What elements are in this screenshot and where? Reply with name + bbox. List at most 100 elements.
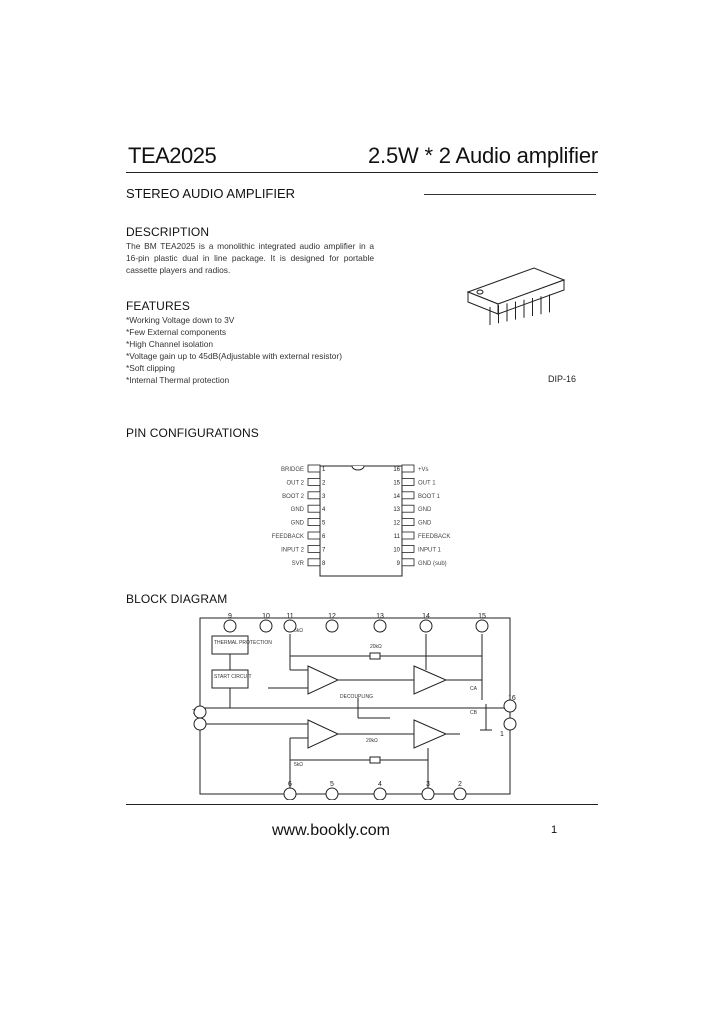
pin-lead [307, 558, 321, 567]
page-number: 1 [551, 824, 558, 836]
pin-circle [421, 787, 435, 800]
c1-label: CA [470, 686, 478, 692]
pin-name: BOOT 2 [282, 494, 305, 500]
pin-number: 11 [286, 613, 293, 620]
pin-circle [373, 619, 387, 633]
pin-name: FEEDBACK [418, 534, 450, 540]
pin-number: 15 [393, 480, 400, 486]
pin-circle [283, 787, 297, 800]
features-list: *Working Voltage down to 3V *Few Externa… [126, 314, 342, 386]
pin-lead [401, 531, 415, 540]
pin-name: GND (sub) [418, 561, 447, 567]
subtitle: STEREO AUDIO AMPLIFIER [126, 186, 296, 201]
pin-number: 3 [426, 781, 430, 788]
website-url[interactable]: www.bookly.com [272, 822, 390, 839]
pin-circle [325, 787, 339, 800]
pin-lead [307, 531, 321, 540]
pin-number: 10 [393, 547, 400, 553]
pin-name: FEEDBACK [272, 534, 304, 540]
pin-number: 13 [376, 613, 384, 620]
pin-number: 5 [330, 781, 334, 788]
pin-number: 12 [393, 521, 400, 527]
r4-label: 5kΩ [294, 762, 303, 768]
pin-circle [325, 619, 339, 633]
pin-number: 14 [422, 613, 430, 620]
ic-notch [351, 465, 365, 471]
header-rule [126, 172, 598, 173]
pin-number: 2 [322, 480, 326, 486]
feature-item: *Internal Thermal protection [126, 375, 230, 385]
pin-name: SVR [292, 561, 305, 567]
r3-label: 20kΩ [366, 738, 378, 744]
footer-rule [126, 804, 598, 805]
start-label: START CIRCUIT [214, 674, 252, 680]
pin-lead [401, 545, 415, 553]
pin-number: 9 [228, 613, 232, 620]
pin-number: 12 [328, 613, 336, 620]
pin-name: GND [291, 521, 305, 527]
pin-number: 6 [322, 534, 326, 540]
pin-circle [259, 619, 273, 633]
pin-circle [475, 619, 489, 633]
feature-item: *Voltage gain up to 45dB(Adjustable with… [126, 351, 343, 361]
block-diagram-heading: BLOCK DIAGRAM [126, 592, 228, 606]
pin-number: 10 [262, 613, 270, 620]
pin-lead [307, 464, 321, 473]
pin-lead [401, 491, 415, 500]
preamp-1 [307, 665, 340, 695]
c2-label: CB [470, 710, 478, 716]
ic-body [319, 465, 403, 577]
pin-lead [401, 518, 415, 526]
pin-lead [401, 558, 415, 567]
pin-number: 1 [500, 731, 504, 738]
description-text: The BM TEA2025 is a monolithic integrate… [126, 241, 374, 275]
pin-circle [419, 619, 433, 633]
pin-lead [307, 504, 321, 513]
pin-name: INPUT 2 [281, 547, 305, 553]
power-amp-1 [413, 665, 448, 695]
pin-name: GND [418, 521, 432, 527]
part-number: TEA2025 [128, 143, 217, 168]
pin-circle [223, 619, 237, 633]
pin-circle [453, 787, 467, 800]
feature-item: *Soft clipping [126, 363, 175, 373]
block-diagram: THERMAL PROTECTION START CIRCUIT DECOUPL… [192, 613, 517, 800]
pin-number: 13 [393, 507, 400, 513]
thermal-label: THERMAL PROTECTION [214, 640, 272, 646]
feature-item: *High Channel isolation [126, 339, 214, 349]
pin-name: GND [418, 507, 432, 513]
subtitle-rule [424, 194, 596, 195]
r1-label: 5kΩ [294, 628, 303, 634]
pin-number: 7 [322, 547, 326, 553]
pin-number: 14 [393, 494, 400, 500]
pin-lead [401, 504, 415, 513]
pin-number: 5 [322, 521, 326, 527]
pin-number: 8 [322, 561, 326, 567]
preamp-2 [307, 719, 340, 749]
pin-name: INPUT 1 [418, 547, 442, 553]
dip16-package-image [466, 267, 566, 325]
pin-number: 6 [288, 781, 292, 788]
pin-lead [307, 545, 321, 553]
pin-number: 16 [508, 695, 516, 702]
pin-circle [193, 717, 207, 731]
package-label: DIP-16 [548, 374, 577, 384]
pin-name: GND [291, 507, 305, 513]
feature-item: *Few External components [126, 327, 227, 337]
pin-name: OUT 2 [286, 480, 304, 486]
pin-number: 16 [393, 467, 400, 473]
pin-number: 9 [397, 561, 401, 567]
pin-name: +Vs [418, 467, 429, 473]
pin-circle [283, 619, 297, 633]
pin-circle [503, 699, 517, 713]
r2-label: 20kΩ [370, 644, 382, 650]
pin-number: 3 [322, 494, 326, 500]
pin-lead [401, 464, 415, 473]
pin-number: 11 [394, 534, 401, 540]
pin-name: BOOT 1 [418, 494, 441, 500]
pin-lead [401, 477, 415, 486]
pin-circle [503, 717, 517, 731]
pin-name: BRIDGE [281, 467, 304, 473]
pin-number: 1 [322, 467, 326, 473]
